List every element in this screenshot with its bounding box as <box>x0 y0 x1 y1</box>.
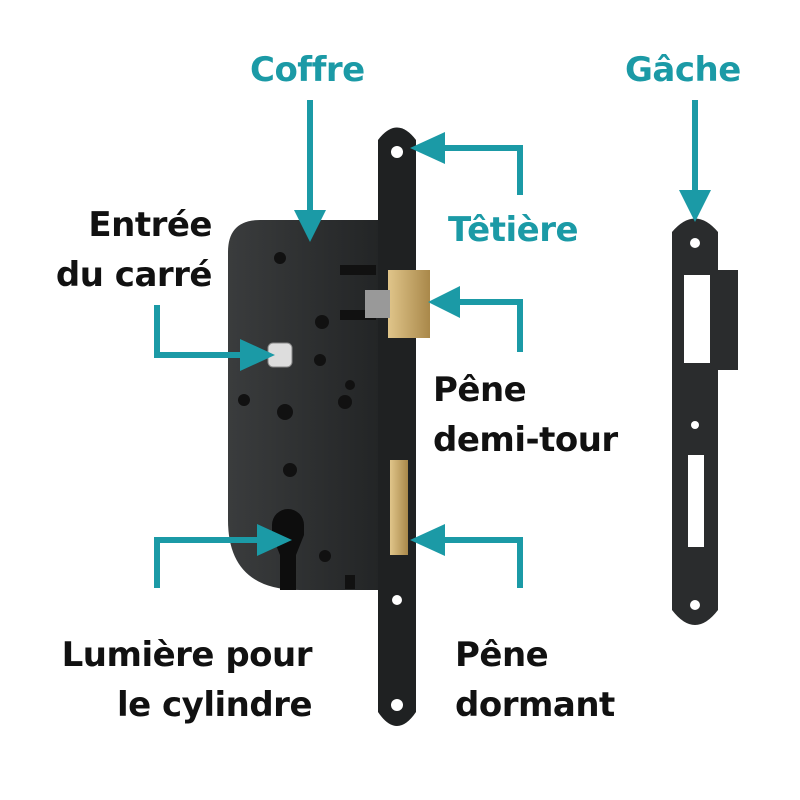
faceplate <box>378 127 416 726</box>
label-line: le cylindre <box>116 685 313 725</box>
arrows <box>154 100 698 588</box>
label-entree-du-carre: Entrée du carré <box>55 200 213 300</box>
case-holes <box>238 252 376 589</box>
label-pene-demi-tour: Pêne demi-tour <box>433 365 618 465</box>
label-line: Pêne <box>455 635 549 675</box>
label-lumiere-cylindre: Lumière pour le cylindre <box>61 630 313 730</box>
lock-case <box>228 220 385 590</box>
dead-bolt <box>390 460 408 555</box>
label-line: Entrée <box>88 205 212 245</box>
label-line: dormant <box>455 685 615 725</box>
label-line: Pêne <box>433 370 527 410</box>
label-line: demi-tour <box>433 420 618 460</box>
label-pene-dormant: Pêne dormant <box>455 630 615 730</box>
label-gache: Gâche <box>625 50 741 90</box>
label-line: du carré <box>55 255 213 295</box>
arrow-pene-dormant <box>440 537 523 588</box>
arrow-lumiere <box>154 537 262 588</box>
arrow-pene-demi-tour <box>455 299 523 352</box>
label-tetiere: Têtière <box>448 210 579 250</box>
latch-bolt <box>388 270 430 338</box>
label-coffre: Coffre <box>250 50 365 90</box>
arrow-entree <box>154 305 245 358</box>
cylinder-hole <box>272 509 304 590</box>
label-line: Lumière pour <box>61 635 313 675</box>
arrow-tetiere <box>440 145 523 195</box>
arrow-heads <box>240 132 711 556</box>
